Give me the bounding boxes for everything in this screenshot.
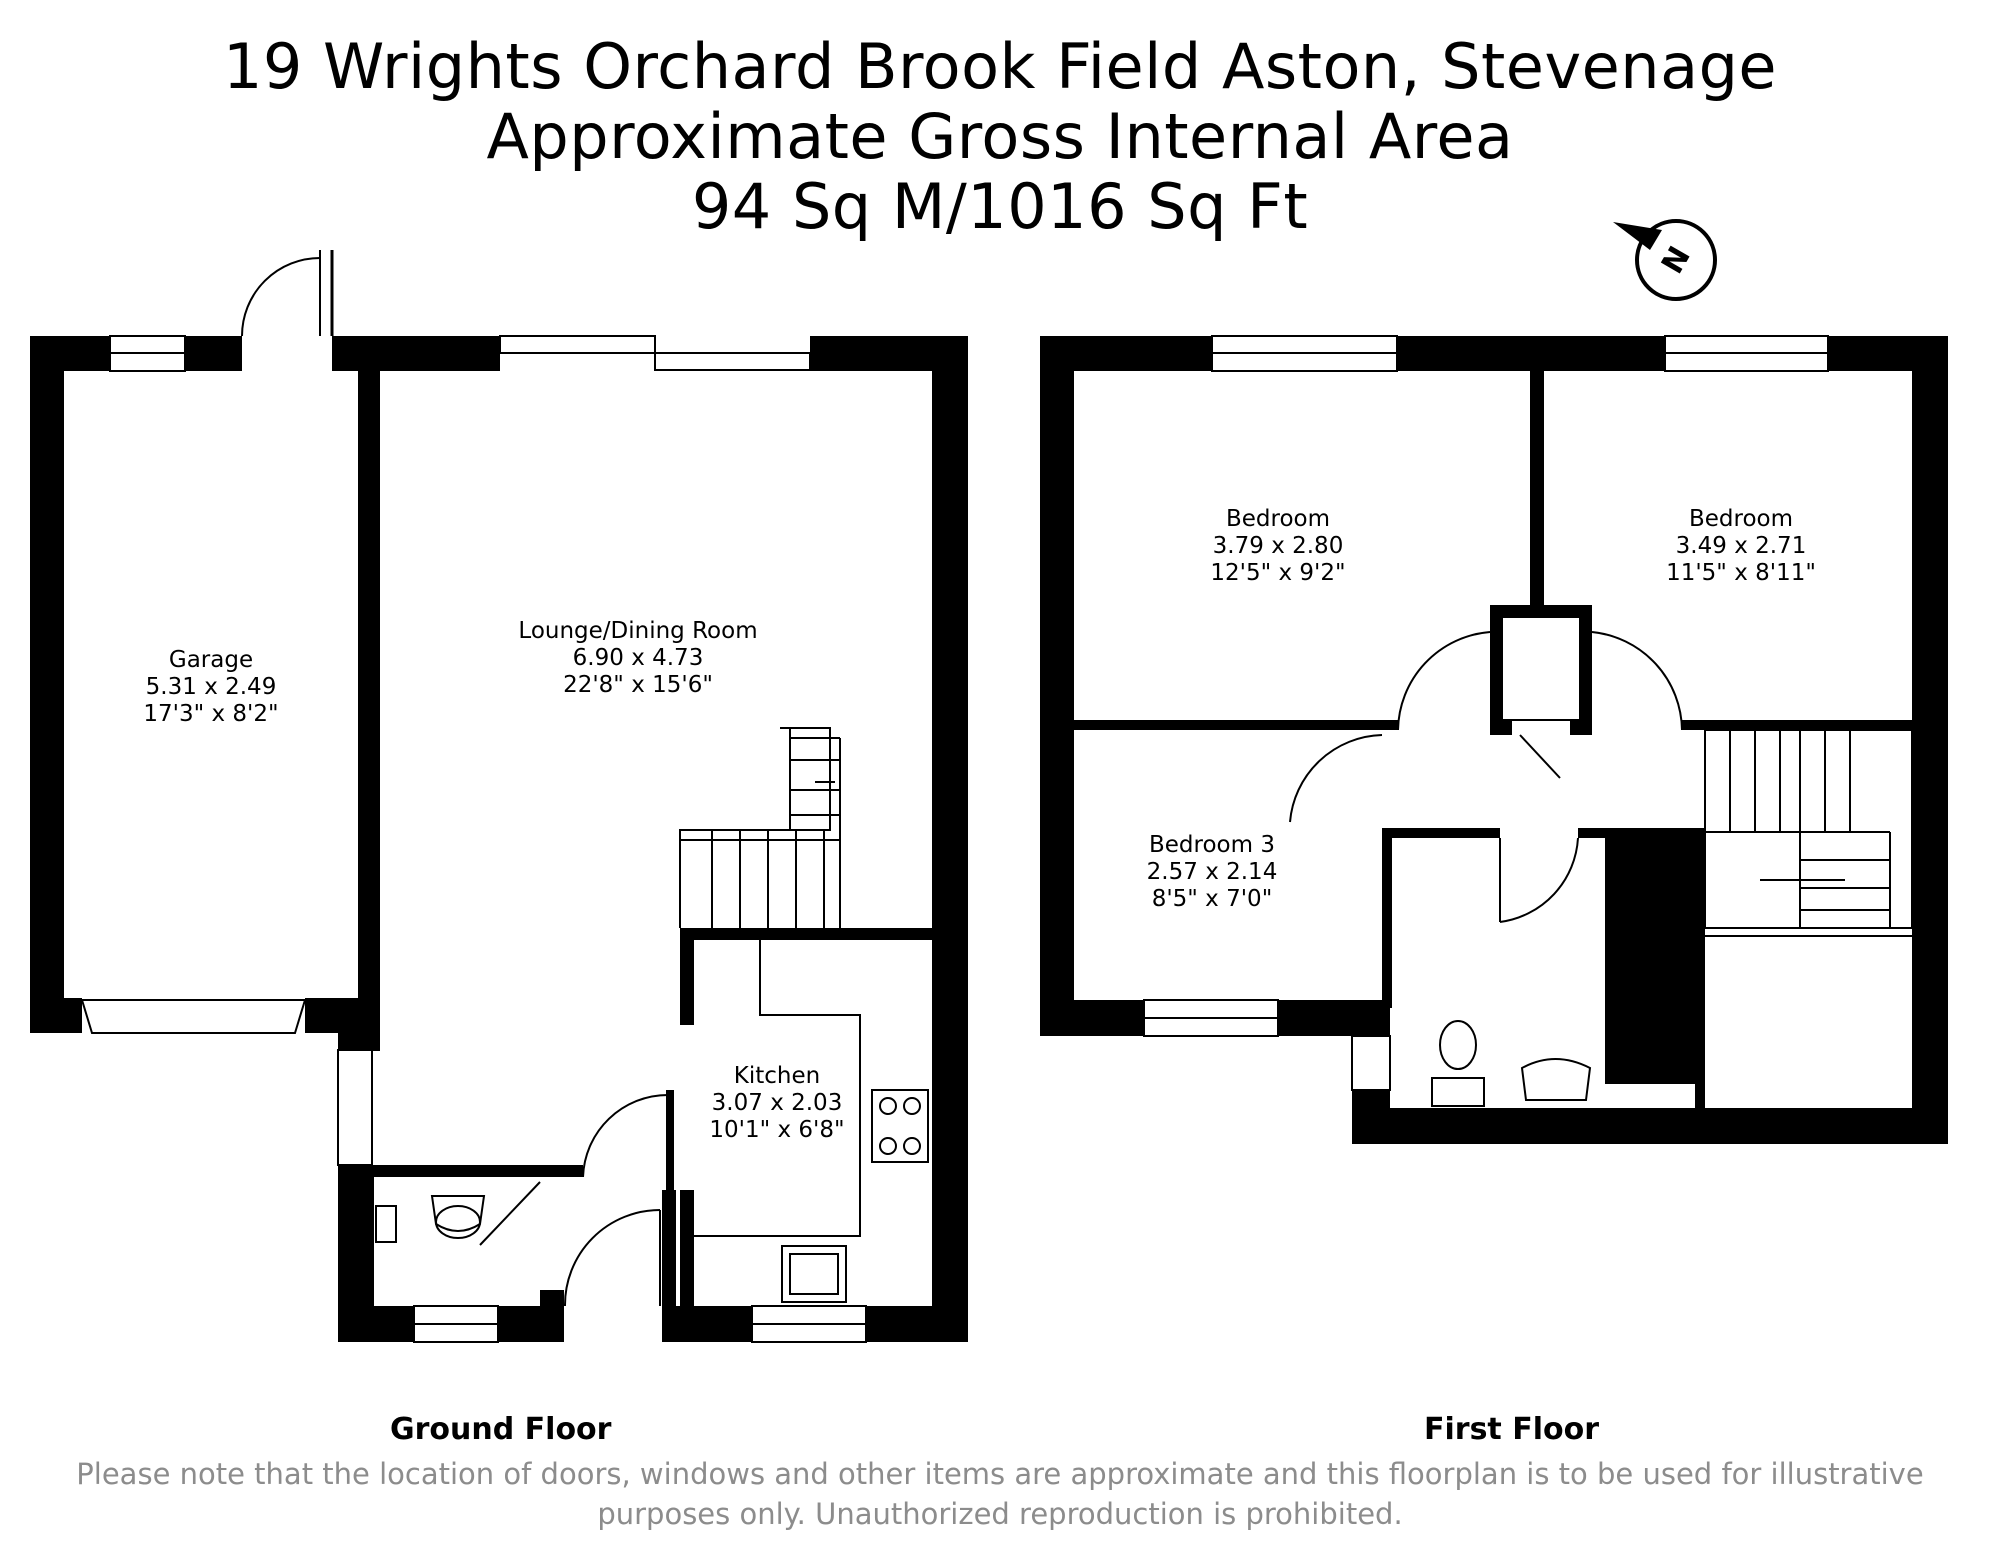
staircase: [679, 727, 831, 928]
ground-floor-plan: [30, 336, 968, 1342]
door-swing: [1397, 631, 1491, 731]
wall: [1074, 720, 1398, 730]
window: [499, 335, 656, 354]
room-imperial: 17'3" x 8'2": [143, 701, 278, 727]
wall: [372, 371, 380, 1051]
wall: [680, 1190, 694, 1310]
wall: [30, 998, 82, 1033]
wall: [662, 1306, 752, 1342]
wall: [662, 1190, 676, 1342]
compass-icon: N: [1613, 219, 1717, 301]
toilet-icon: [435, 1205, 481, 1239]
area-value: 94 Sq M/1016 Sq Ft: [691, 170, 1309, 243]
disclaimer-line-1: Please note that the location of doors, …: [76, 1457, 1924, 1491]
wall: [1490, 605, 1502, 735]
room-name: Bedroom 3: [1149, 832, 1275, 858]
wall: [1578, 828, 1698, 838]
room-imperial: 8'5" x 7'0": [1152, 886, 1273, 912]
garage-door: [80, 999, 307, 1034]
room-name: Bedroom: [1226, 506, 1330, 532]
door-swing: [1591, 631, 1683, 731]
disclaimer-line-2: purposes only. Unauthorized reproduction…: [597, 1497, 1403, 1531]
door-swing: [582, 1094, 669, 1178]
address-title: 19 Wrights Orchard Brook Field Aston, St…: [222, 30, 1778, 103]
ground-floor-label: Ground Floor: [390, 1412, 612, 1447]
room-imperial: 10'1" x 6'8": [709, 1117, 844, 1143]
wall: [1570, 720, 1592, 735]
wall: [932, 336, 968, 1342]
toilet-icon: [1439, 1020, 1477, 1070]
wall: [1605, 838, 1695, 1084]
wall: [1352, 1090, 1390, 1144]
wall: [1912, 336, 1948, 1144]
room-metric: 2.57 x 2.14: [1147, 859, 1278, 885]
wall: [680, 940, 694, 1025]
wall: [1278, 1000, 1390, 1036]
door-swing: [241, 257, 321, 337]
wall: [1040, 336, 1074, 1036]
door-swing: [1499, 837, 1579, 923]
area-caption: Approximate Gross Internal Area: [486, 100, 1514, 173]
sink-icon: [781, 1245, 847, 1303]
wall: [185, 336, 242, 371]
room-metric: 3.07 x 2.03: [712, 1090, 843, 1116]
wall: [30, 336, 64, 1031]
wall: [338, 1010, 372, 1050]
wall: [1490, 605, 1592, 617]
first-floor-fixtures: [1143, 335, 1913, 1107]
room-labels: Garage 5.31 x 2.49 17'3" x 8'2" Lounge/D…: [143, 506, 1816, 1143]
door-swing: [1289, 734, 1383, 823]
hob-icon: [871, 1089, 929, 1163]
bath-icon: [1607, 849, 1687, 1051]
wall: [1352, 1108, 1948, 1144]
wall: [866, 1306, 968, 1342]
room-metric: 6.90 x 4.73: [573, 645, 704, 671]
wall: [1695, 828, 1705, 1108]
wall: [540, 1290, 564, 1342]
window: [654, 352, 811, 371]
room-name: Kitchen: [734, 1063, 820, 1089]
wall: [1382, 828, 1392, 1008]
room-metric: 3.79 x 2.80: [1213, 533, 1344, 559]
wall: [358, 371, 372, 1011]
wall: [666, 1090, 674, 1200]
wall: [1392, 828, 1500, 838]
wall: [1530, 371, 1544, 616]
room-imperial: 11'5" x 8'11": [1666, 560, 1816, 586]
wall: [1682, 720, 1912, 730]
wall: [338, 1306, 414, 1342]
first-floor-plan: [1040, 336, 1948, 1144]
room-name: Bedroom: [1689, 506, 1793, 532]
room-metric: 3.49 x 2.71: [1676, 533, 1807, 559]
wall: [338, 1165, 583, 1177]
room-imperial: 22'8" x 15'6": [563, 672, 713, 698]
wall: [332, 336, 500, 371]
first-floor-label: First Floor: [1424, 1412, 1600, 1447]
staircase: [1704, 729, 1913, 929]
window: [337, 1049, 373, 1166]
room-metric: 5.31 x 2.49: [146, 674, 277, 700]
wall: [1040, 1000, 1144, 1036]
ground-floor-fixtures: [80, 250, 929, 1343]
window: [1351, 1035, 1391, 1091]
basin-icon: [1520, 1058, 1592, 1101]
wall: [680, 928, 932, 940]
room-name: Garage: [169, 647, 253, 673]
room-name: Lounge/Dining Room: [518, 618, 757, 644]
basin-icon: [430, 1195, 486, 1232]
wall: [1580, 605, 1592, 735]
wall: [1397, 336, 1665, 371]
kitchen-counter: [694, 940, 861, 1237]
wall: [1490, 720, 1512, 735]
door-swing: [563, 1209, 661, 1307]
room-imperial: 12'5" x 9'2": [1210, 560, 1345, 586]
compass-letter: N: [1655, 241, 1698, 280]
